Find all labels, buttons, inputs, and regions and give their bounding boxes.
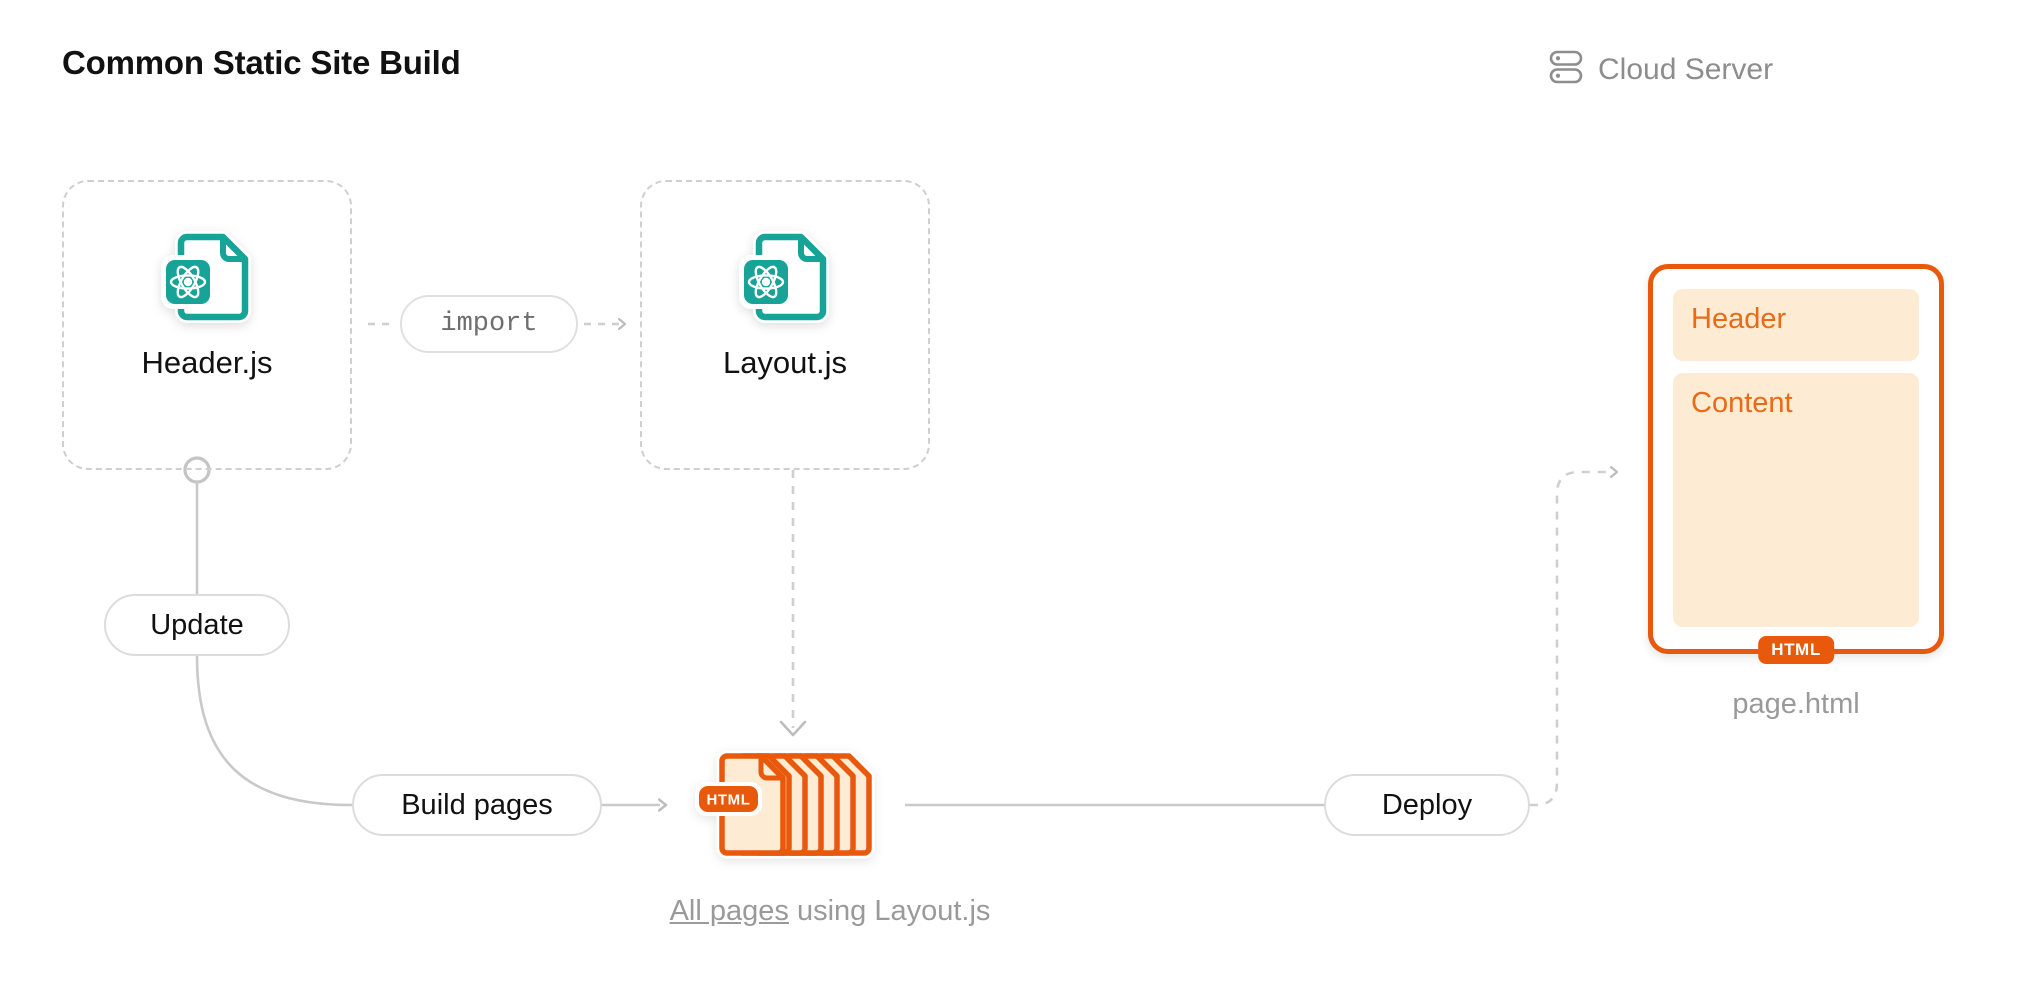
caption-rest: using Layout.js bbox=[788, 895, 991, 927]
edge-label-update[interactable]: Update bbox=[104, 594, 290, 656]
react-file-icon bbox=[155, 227, 259, 331]
page-card-content-section: Content bbox=[1673, 373, 1919, 627]
html-pages-stack-caption: All pages using Layout.js bbox=[620, 895, 1040, 928]
node-layout-js-inner: Layout.js bbox=[642, 182, 928, 381]
svg-text:HTML: HTML bbox=[706, 792, 750, 809]
html-pages-stack-icon[interactable]: HTML bbox=[690, 748, 900, 863]
react-file-icon bbox=[733, 227, 837, 331]
page-html-card-label: page.html bbox=[1732, 688, 1860, 720]
server-rack-icon bbox=[1548, 48, 1584, 91]
cloud-server-badge: Cloud Server bbox=[1548, 48, 1773, 91]
arrowhead-layoutjs-to-pages bbox=[779, 720, 807, 737]
html-badge: HTML bbox=[1758, 636, 1834, 664]
node-header-js[interactable]: Header.js bbox=[62, 180, 352, 470]
page-title: Common Static Site Build bbox=[62, 44, 461, 81]
node-layout-js[interactable]: Layout.js bbox=[640, 180, 930, 470]
node-layout-js-label: Layout.js bbox=[722, 345, 848, 380]
edge-deploy-to-pagecard bbox=[1530, 472, 1612, 807]
node-header-js-inner: Header.js bbox=[64, 182, 350, 381]
edge-label-build-pages[interactable]: Build pages bbox=[352, 774, 602, 836]
edge-update-to-build bbox=[195, 655, 353, 807]
node-header-js-label: Header.js bbox=[141, 345, 273, 380]
page-html-card[interactable]: Header Content HTML bbox=[1648, 264, 1944, 664]
page-card-header-section: Header bbox=[1673, 289, 1919, 361]
edge-label-import[interactable]: import bbox=[400, 295, 578, 353]
caption-link-all-pages[interactable]: All pages bbox=[669, 895, 789, 927]
edge-label-deploy[interactable]: Deploy bbox=[1324, 774, 1530, 836]
cloud-server-label: Cloud Server bbox=[1598, 52, 1774, 86]
